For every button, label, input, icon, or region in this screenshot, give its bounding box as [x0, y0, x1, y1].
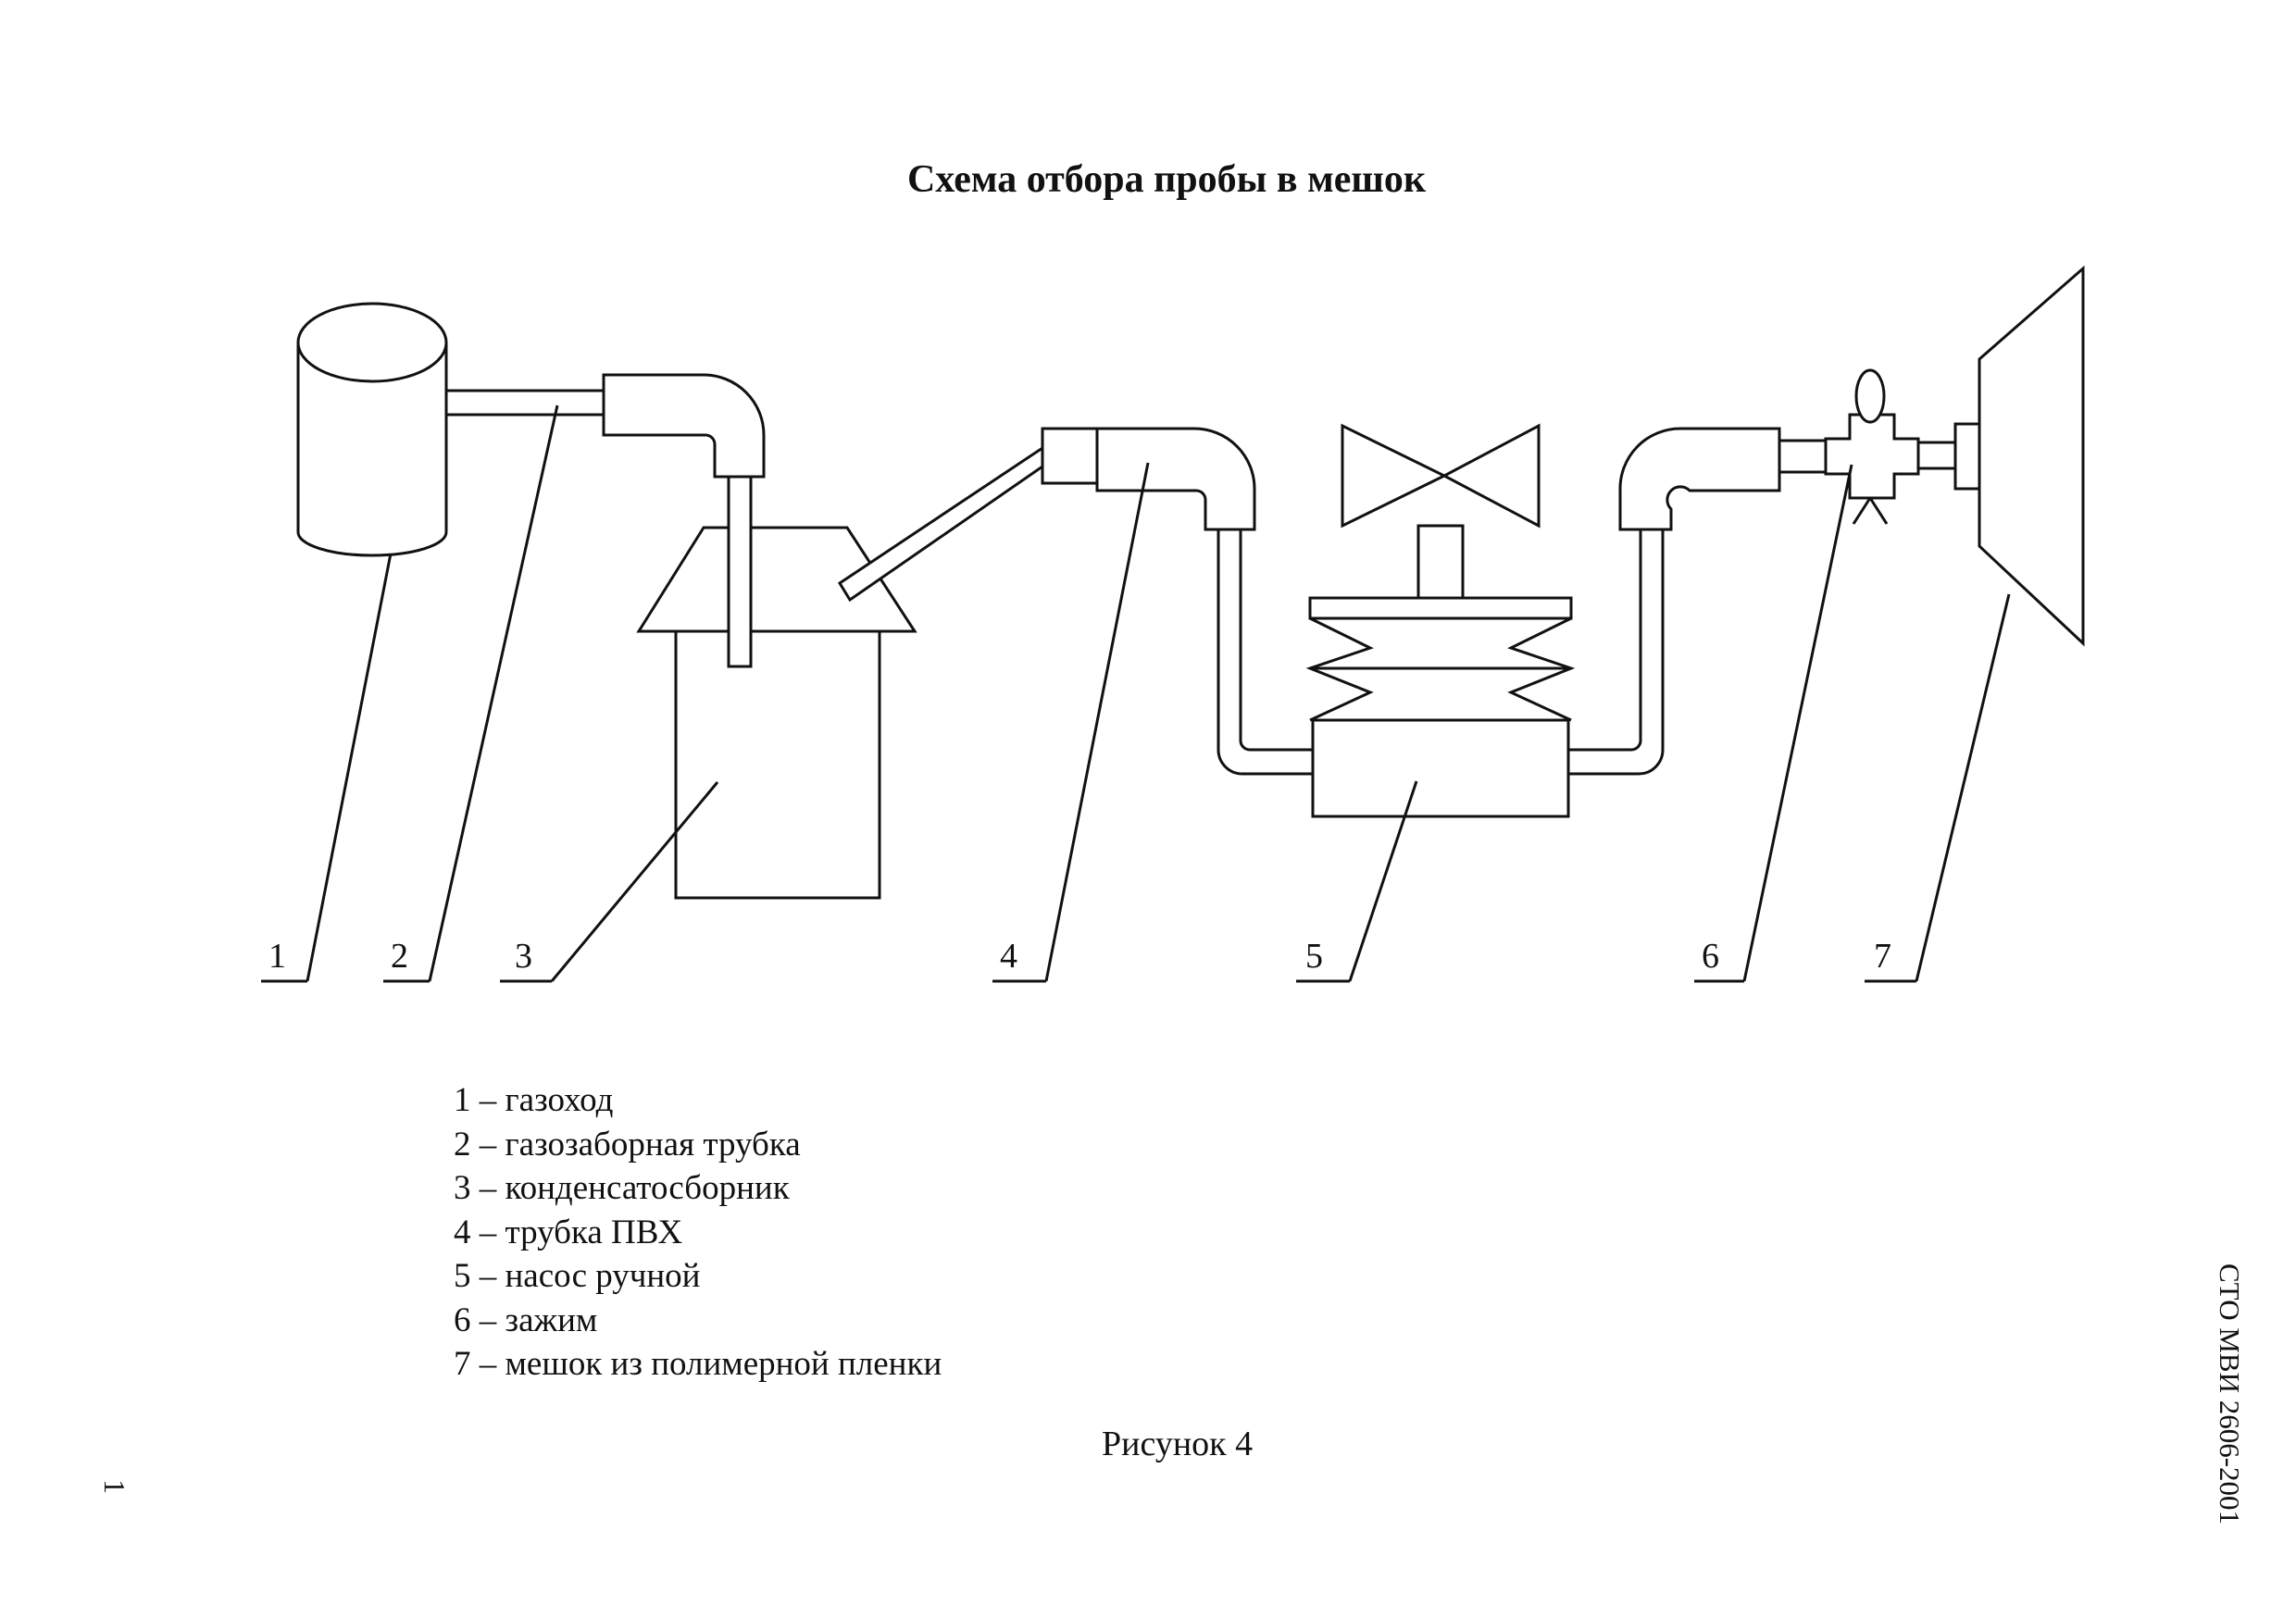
figure-caption: Рисунок 4: [1102, 1425, 1254, 1463]
clamp: [1824, 368, 1957, 525]
callout-3: 3: [515, 937, 532, 976]
manual-pump: [1305, 423, 1576, 818]
callout-4: 4: [1000, 937, 1017, 976]
callout-1: 1: [268, 937, 286, 976]
diagram-title: Схема отбора пробы в мешок: [906, 158, 1427, 201]
legend-item: 3 – конденсатосборник: [454, 1169, 790, 1207]
legend: 1 – газоход 2 – газозаборная трубка 3 – …: [454, 1078, 942, 1387]
legend-item: 5 – насос ручной: [454, 1257, 701, 1295]
condensate-collector: [636, 445, 1044, 900]
legend-item: 2 – газозаборная трубка: [454, 1125, 801, 1164]
gas-duct: [296, 302, 448, 557]
document-code: СТО МВИ 2606-2001: [2214, 1263, 2246, 1525]
callout-2: 2: [391, 937, 408, 976]
callout-7: 7: [1874, 937, 1891, 976]
outlet-tube: [1568, 427, 1828, 776]
callout-6: 6: [1702, 937, 1719, 976]
page-number: 1: [98, 1479, 131, 1494]
legend-item: 7 – мешок из полимерной пленки: [454, 1345, 942, 1383]
legend-item: 4 – трубка ПВХ: [454, 1213, 683, 1251]
callout-5: 5: [1305, 937, 1323, 976]
polymer-film-bag: [1953, 265, 2085, 647]
legend-item: 6 – зажим: [454, 1301, 598, 1339]
pvc-tube: [1041, 427, 1313, 776]
legend-item: 1 – газоход: [454, 1081, 614, 1119]
leader-lines: [261, 404, 2011, 983]
